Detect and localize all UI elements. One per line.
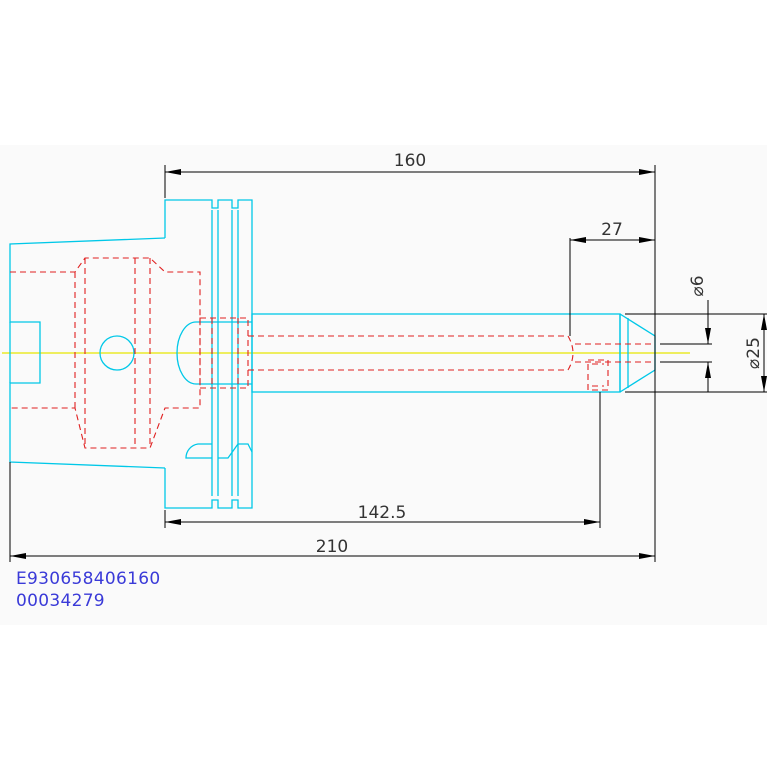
dim-160-label: 160 bbox=[394, 151, 426, 171]
hidden-lines bbox=[10, 257, 655, 449]
part-codes: E930658406160 00034279 bbox=[16, 568, 160, 612]
dim-diameter-6-label: ⌀6 bbox=[688, 275, 708, 296]
dim-27-label: 27 bbox=[601, 220, 623, 240]
dim-210-label: 210 bbox=[316, 537, 348, 557]
cross-hole bbox=[99, 335, 135, 371]
dimension-arrows bbox=[10, 169, 767, 559]
dim-142-5-label: 142.5 bbox=[358, 503, 407, 523]
part-code-line-1: E930658406160 bbox=[16, 569, 161, 589]
dim-diameter-25-label: ⌀25 bbox=[744, 337, 764, 369]
part-code-line-2: 00034279 bbox=[16, 591, 105, 611]
drawing-area bbox=[0, 145, 767, 625]
tool-shank-outline bbox=[251, 313, 656, 393]
taper-shank-outline bbox=[9, 237, 200, 469]
